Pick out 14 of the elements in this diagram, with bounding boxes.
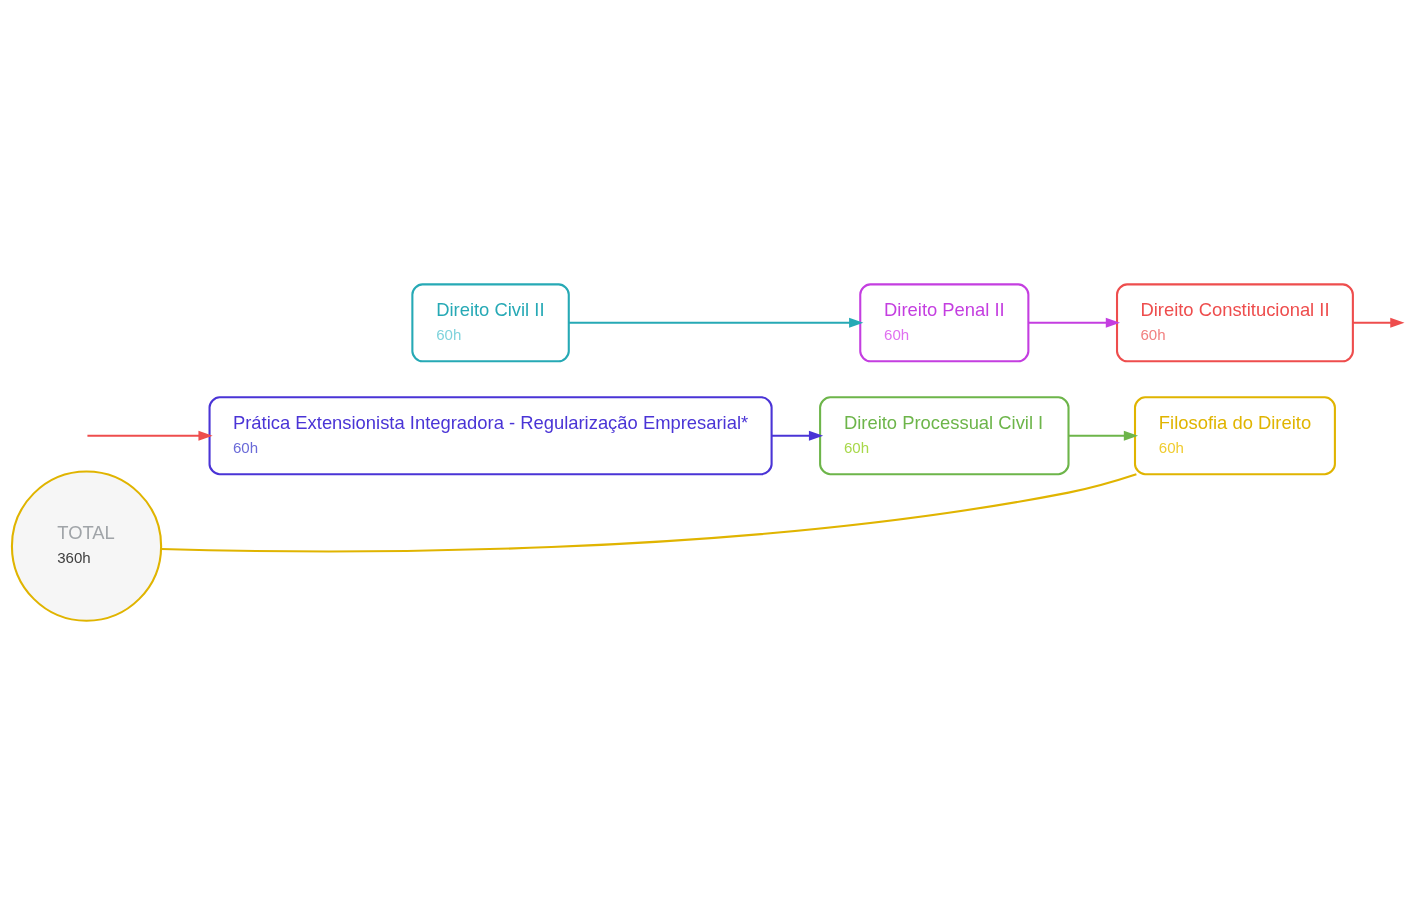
connector (161, 473, 1137, 553)
node-box: Direito Civil II 60h (411, 283, 570, 363)
arrow (1353, 317, 1405, 328)
node-box: Prática Extensionista Integradora - Regularização Empresarial* 60h (208, 396, 773, 476)
node-box: Direito Constitucional II 60h (1115, 283, 1354, 363)
arrow (87, 430, 213, 441)
arrow (1028, 317, 1121, 328)
arrow (568, 317, 864, 328)
node-box: Direito Processual Civil I 60h (819, 396, 1070, 476)
node-circle: TOTAL 360h (10, 470, 163, 622)
node-box: Direito Penal II 60h (859, 283, 1030, 363)
arrow (771, 430, 824, 441)
node-box: Filosofia do Direito 60h (1133, 396, 1336, 476)
arrow (1068, 430, 1139, 441)
